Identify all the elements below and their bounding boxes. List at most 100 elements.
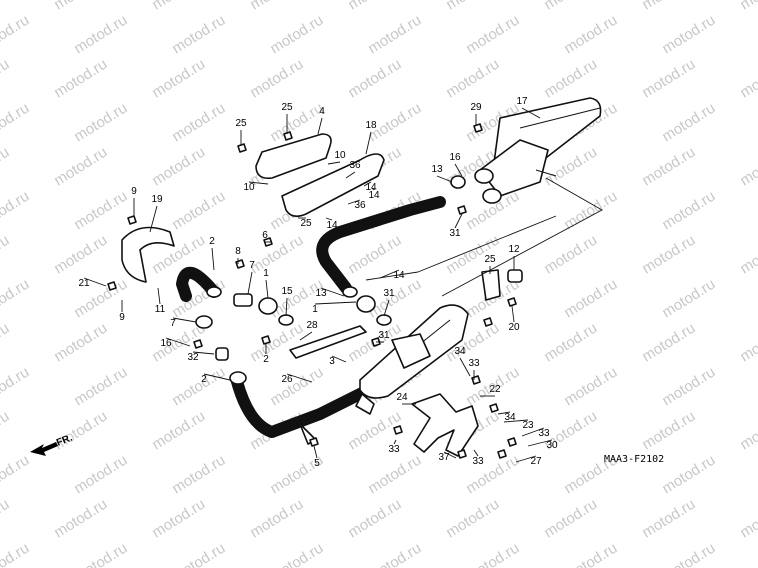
watermark-text: motod.ru xyxy=(639,320,698,366)
exhaust-pipe-front-upper xyxy=(316,196,446,298)
callout-leader xyxy=(248,181,269,185)
watermark-text: motod.ru xyxy=(443,56,502,102)
callout: 17 xyxy=(516,96,541,119)
callout-number: 23 xyxy=(522,420,534,431)
watermark-text: motod.ru xyxy=(169,12,228,58)
watermark-text: motod.ru xyxy=(345,496,404,542)
callout-leader xyxy=(172,317,197,323)
watermark-text: motod.ru xyxy=(247,496,306,542)
callout: 22 xyxy=(480,384,501,397)
callout-number: 9 xyxy=(119,312,125,323)
callout-leader xyxy=(371,187,375,191)
callout-leader xyxy=(327,161,341,165)
watermark-text: motod.ru xyxy=(149,144,208,190)
gasket-7b xyxy=(356,295,376,313)
callout: 30 xyxy=(527,439,558,451)
callout-number: 10 xyxy=(334,150,346,161)
watermark-text: motod.ru xyxy=(169,188,228,234)
callout: 16 xyxy=(160,337,191,349)
callout: 2 xyxy=(201,373,231,385)
callout-number: 14 xyxy=(393,270,405,281)
watermark-text: motod.ru xyxy=(659,12,718,58)
cap-15 xyxy=(507,269,523,283)
callout-leader xyxy=(363,181,372,187)
callout-number: 36 xyxy=(354,200,366,211)
callout-number: 8 xyxy=(235,246,241,257)
callout-number: 15 xyxy=(281,286,293,297)
watermark-text: motod.ru xyxy=(0,540,32,568)
watermark-text: motod.ru xyxy=(365,12,424,58)
watermark-text: motod.ru xyxy=(0,408,12,454)
callout-number: 33 xyxy=(472,456,484,467)
callout-number: 20 xyxy=(508,322,520,333)
watermark-text: motod.ru xyxy=(149,496,208,542)
callout-number: 14 xyxy=(368,190,380,201)
callout-leader xyxy=(459,357,471,377)
callout-leader xyxy=(515,455,537,463)
callout-number: 2 xyxy=(209,236,215,247)
callout-leader xyxy=(393,439,397,445)
callout: 11 xyxy=(155,287,166,315)
callout-leader xyxy=(521,107,541,119)
watermark-text: motod.ru xyxy=(541,496,600,542)
callout-leader xyxy=(443,451,457,459)
watermark-text: motod.ru xyxy=(737,56,758,102)
callout: 14 xyxy=(363,181,377,193)
watermark-text: motod.ru xyxy=(0,12,32,58)
callout-number: 31 xyxy=(378,330,390,341)
callout: 31 xyxy=(383,288,395,317)
watermark-text: motod.ru xyxy=(659,364,718,410)
callout: 10 xyxy=(243,181,269,193)
callout-number: 33 xyxy=(538,428,550,439)
watermark-text: motod.ru xyxy=(149,0,208,13)
callout-number: 4 xyxy=(319,106,325,117)
callout-number: 21 xyxy=(78,278,90,289)
callout-number: 6 xyxy=(262,230,268,241)
callout-number: 12 xyxy=(508,244,520,255)
callout-leader xyxy=(203,373,231,381)
watermark-text: motod.ru xyxy=(0,452,32,498)
callout: 37 xyxy=(438,451,457,463)
callout: 32 xyxy=(187,351,215,363)
watermark-text: motod.ru xyxy=(169,452,228,498)
callout: 14 xyxy=(325,217,338,231)
callout-number: 2 xyxy=(201,374,207,385)
callout-leader xyxy=(325,217,333,221)
callout: 18 xyxy=(365,120,377,155)
callout-number: 32 xyxy=(187,352,199,363)
callout: 25 xyxy=(298,217,312,229)
callout-leader xyxy=(454,163,463,177)
callout-leader xyxy=(192,351,215,355)
part-drawings xyxy=(107,97,603,459)
callout: 10 xyxy=(327,150,346,165)
watermark-text: motod.ru xyxy=(541,320,600,366)
watermark-text: motod.ru xyxy=(169,364,228,410)
callout: 26 xyxy=(281,373,313,385)
callout-number: 5 xyxy=(314,458,320,469)
callout-leader xyxy=(314,301,357,305)
callout: 21 xyxy=(78,277,107,289)
watermark-text: motod.ru xyxy=(541,232,600,278)
callout-leader xyxy=(511,305,515,323)
callout-number: 25 xyxy=(484,254,496,265)
watermark-text: motod.ru xyxy=(267,364,326,410)
diagram-code: MAA3-F2102 xyxy=(604,454,664,465)
callout-number: 25 xyxy=(235,118,247,129)
muffler-lower xyxy=(355,304,469,415)
callout: 7 xyxy=(247,260,255,295)
callout-number: 25 xyxy=(300,218,312,229)
callout-leader xyxy=(345,171,356,179)
watermark-text: motod.ru xyxy=(149,56,208,102)
callout-number: 1 xyxy=(312,304,318,315)
watermark-text: motod.ru xyxy=(267,540,326,568)
callout-leader xyxy=(320,287,345,297)
gasket-13a xyxy=(450,175,466,189)
callout: 20 xyxy=(508,305,520,333)
callout: 7 xyxy=(170,317,197,329)
watermark-text: motod.ru xyxy=(463,12,522,58)
callout: 27 xyxy=(515,455,542,467)
watermark-text: motod.ru xyxy=(0,100,32,146)
callout: 13 xyxy=(431,164,453,183)
callout-number: 24 xyxy=(396,392,408,403)
